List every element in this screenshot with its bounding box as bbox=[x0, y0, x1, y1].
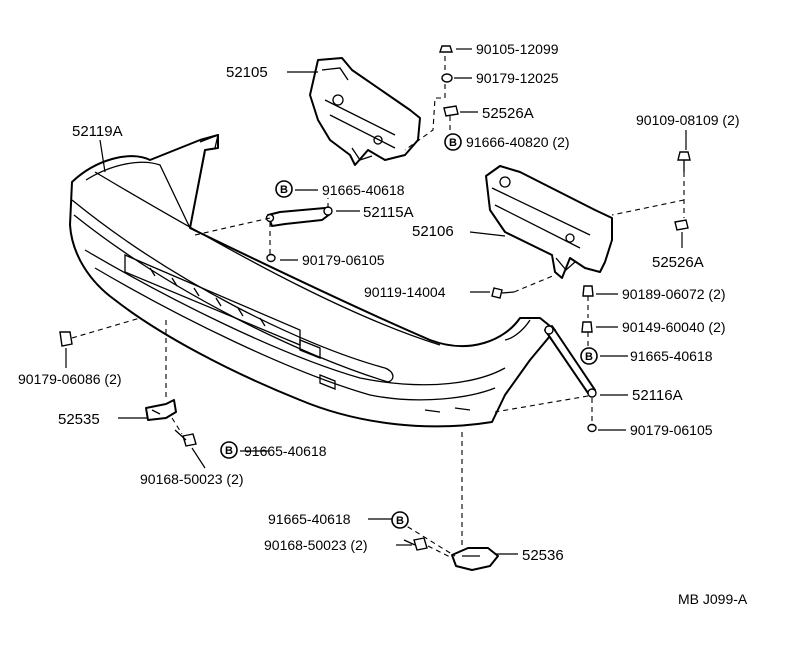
label-91665-40618-b: 91665-40618 bbox=[630, 348, 713, 364]
label-52526A-right: 52526A bbox=[652, 254, 704, 271]
label-90149-60040: 90149-60040 (2) bbox=[622, 319, 726, 335]
label-90109-08109: 90109-08109 (2) bbox=[636, 112, 740, 128]
label-52116A: 52116A bbox=[632, 387, 683, 404]
leader-lines bbox=[65, 48, 687, 555]
label-52535: 52535 bbox=[58, 411, 100, 428]
badge-b-5: B bbox=[391, 511, 409, 529]
badge-b-1: B bbox=[444, 133, 462, 151]
stay-52115A bbox=[265, 206, 333, 227]
bracket-52105 bbox=[309, 57, 421, 166]
label-91665-40618-d: 91665-40618 bbox=[268, 511, 351, 527]
label-91665-40618-c: 91665-40618 bbox=[244, 443, 327, 459]
assembly-lines bbox=[71, 56, 685, 559]
label-90179-06105-a: 90179-06105 bbox=[302, 252, 385, 268]
label-52536: 52536 bbox=[522, 547, 564, 564]
label-90179-12025: 90179-12025 bbox=[476, 70, 559, 86]
svg-text:B: B bbox=[585, 351, 593, 363]
label-91666-40820: 91666-40820 (2) bbox=[466, 134, 570, 150]
label-52105: 52105 bbox=[226, 64, 268, 81]
label-90168-50023-b: 90168-50023 (2) bbox=[264, 537, 368, 553]
badge-b-3: B bbox=[580, 347, 598, 365]
stay-52116A bbox=[544, 325, 597, 398]
label-52115A: 52115A bbox=[363, 204, 414, 221]
bracket-52106 bbox=[485, 165, 613, 279]
label-90105-12099: 90105-12099 bbox=[476, 41, 559, 57]
svg-text:B: B bbox=[280, 184, 288, 196]
badge-b-4: B bbox=[220, 441, 238, 459]
label-52526A-top: 52526A bbox=[482, 105, 534, 122]
footer-code: MB J099-A bbox=[678, 591, 748, 607]
label-90189-06072: 90189-06072 (2) bbox=[622, 286, 726, 302]
label-52106: 52106 bbox=[412, 223, 454, 240]
label-52119A: 52119A bbox=[72, 123, 123, 140]
retainer-52536 bbox=[451, 547, 499, 571]
fasteners bbox=[59, 45, 691, 551]
bumper-cover bbox=[69, 133, 556, 428]
label-90119-14004: 90119-14004 bbox=[364, 284, 446, 300]
svg-text:B: B bbox=[396, 515, 404, 527]
svg-text:B: B bbox=[225, 445, 233, 457]
badge-b-2: B bbox=[275, 180, 293, 198]
retainer-52535 bbox=[145, 399, 177, 421]
label-90168-50023-a: 90168-50023 (2) bbox=[140, 471, 244, 487]
label-91665-40618-a: 91665-40618 bbox=[322, 182, 405, 198]
svg-text:B: B bbox=[449, 137, 457, 149]
label-90179-06086: 90179-06086 (2) bbox=[18, 371, 122, 387]
label-90179-06105-b: 90179-06105 bbox=[630, 422, 713, 438]
